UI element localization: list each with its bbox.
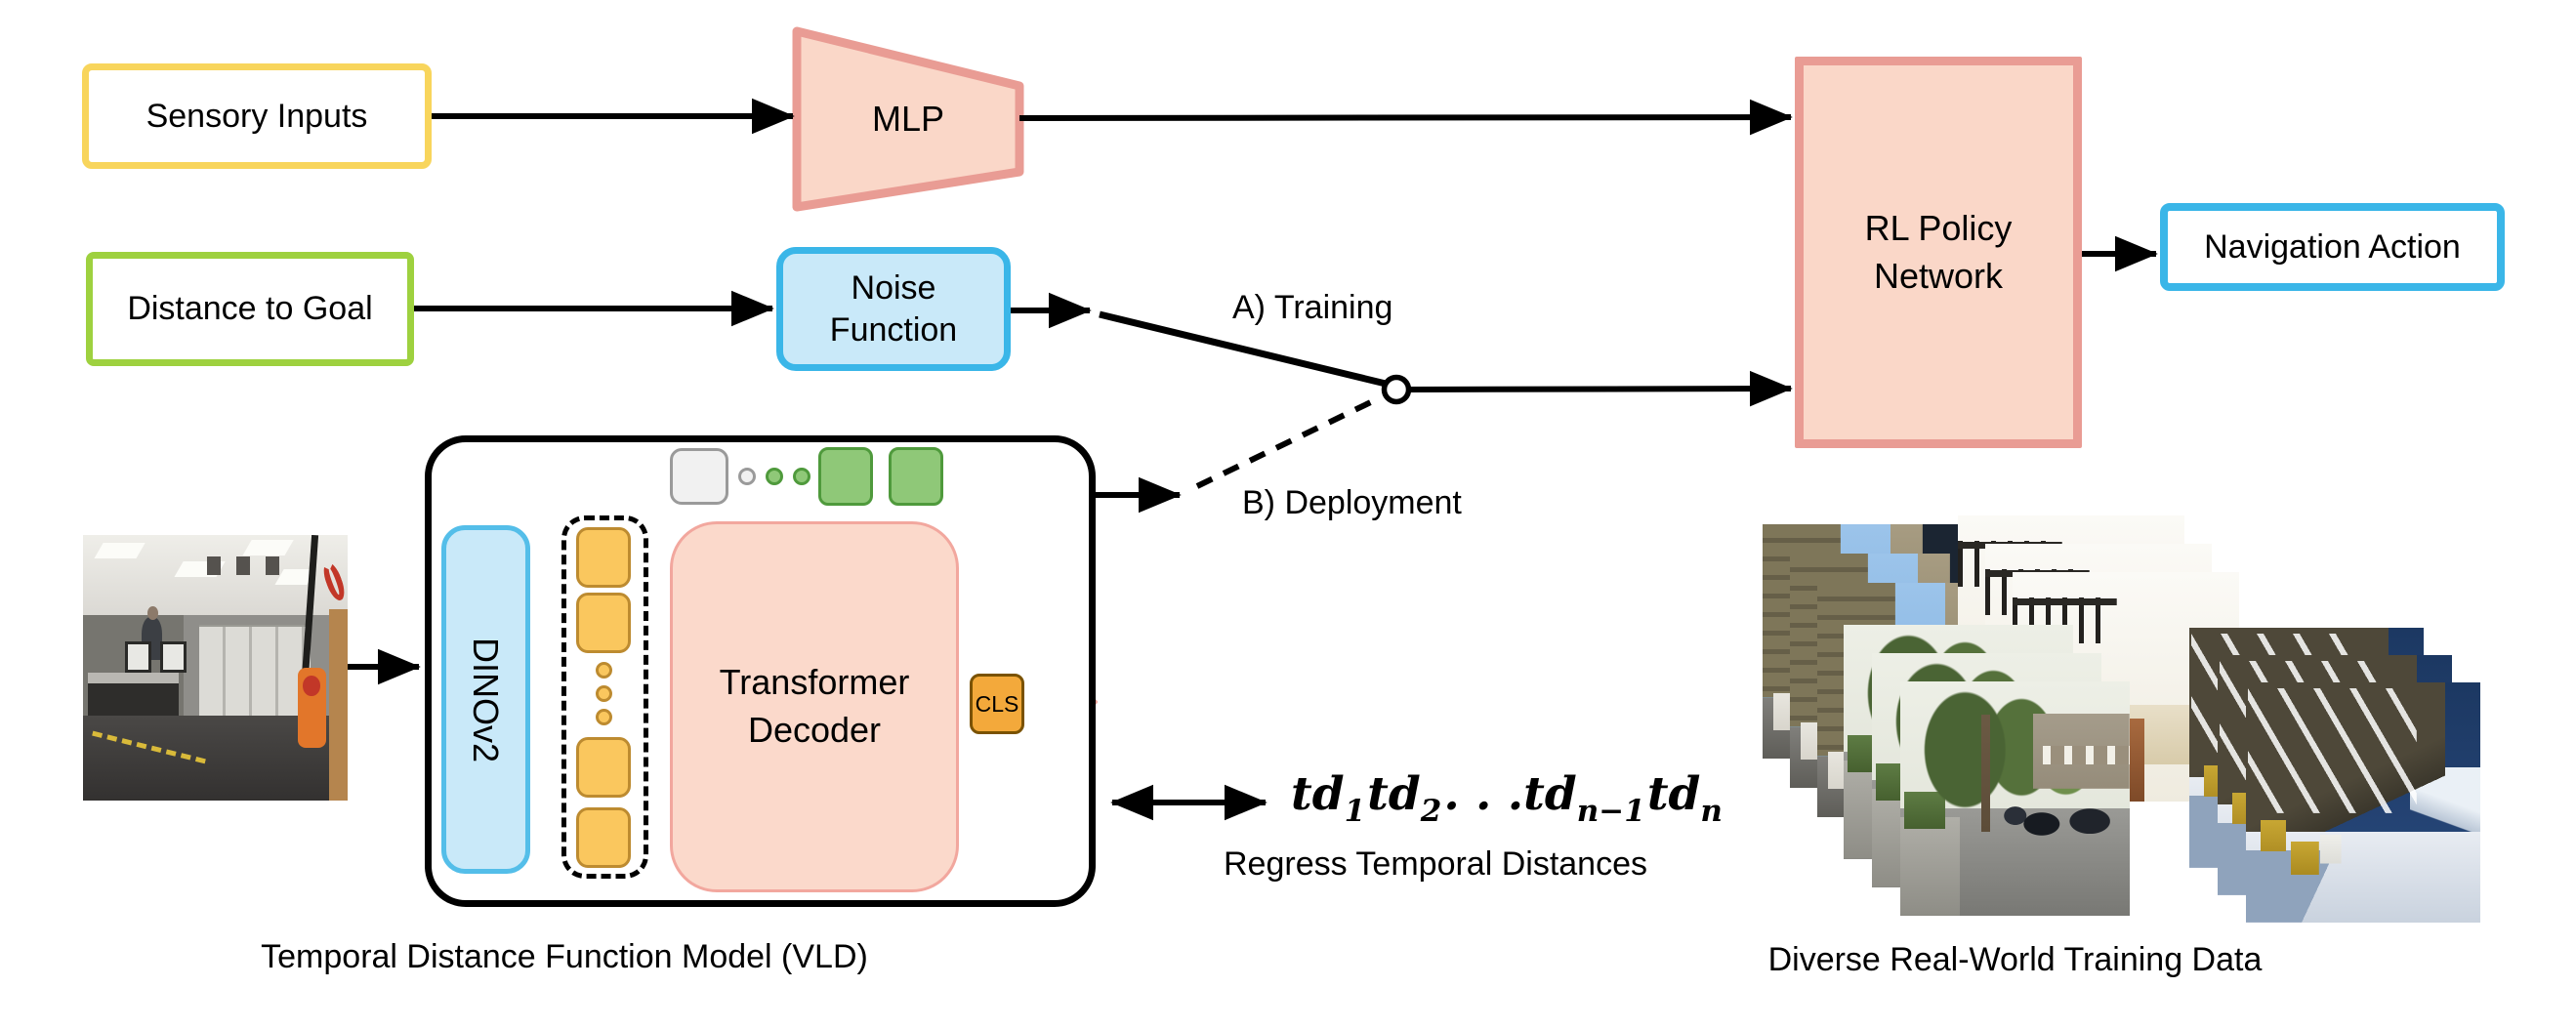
training-photo-street bbox=[1900, 681, 2130, 916]
person-head bbox=[147, 606, 159, 621]
cls-token: CLS bbox=[970, 674, 1024, 734]
training-photo-mountain bbox=[2246, 682, 2480, 923]
frame-token-gray bbox=[670, 448, 728, 505]
cls-label: CLS bbox=[975, 690, 1019, 717]
transformer-decoder-label: Transformer Decoder bbox=[719, 662, 910, 750]
deployment-branch-label: B) Deployment bbox=[1242, 484, 1462, 521]
locker-poster bbox=[207, 556, 222, 575]
node-sensory-inputs: Sensory Inputs bbox=[82, 63, 432, 169]
wooden-door bbox=[329, 609, 348, 801]
arrow-switch-to-rl bbox=[1408, 370, 1793, 407]
node-navigation-action: Navigation Action bbox=[2160, 203, 2505, 291]
feature-token bbox=[576, 527, 631, 588]
switch-training-contact bbox=[1099, 310, 1387, 388]
desk bbox=[88, 673, 179, 684]
transformer-decoder: Transformer Decoder bbox=[670, 521, 959, 892]
feature-token bbox=[576, 737, 631, 798]
dinov2-encoder: DINOv2 bbox=[441, 525, 530, 874]
desk-monitor bbox=[159, 640, 187, 674]
token-ellipsis-dot bbox=[596, 662, 612, 679]
locker-poster bbox=[236, 556, 251, 575]
distance-to-goal-label: Distance to Goal bbox=[127, 290, 373, 327]
red-stop-button bbox=[302, 676, 320, 696]
mlp-trapezoid bbox=[792, 26, 1024, 212]
feature-token bbox=[576, 807, 631, 868]
frame-ellipsis-dot-green bbox=[766, 468, 783, 485]
robot-observation-photo bbox=[83, 535, 348, 801]
token-ellipsis-dot bbox=[596, 685, 612, 702]
node-noise-function: Noise Function bbox=[776, 247, 1011, 371]
noise-function-label: Noise Function bbox=[829, 269, 958, 349]
frame-ellipsis-dot bbox=[738, 468, 756, 485]
dinov2-label: DINOv2 bbox=[466, 637, 507, 762]
mode-switch-pivot bbox=[1381, 374, 1412, 405]
sensory-inputs-label: Sensory Inputs bbox=[145, 97, 368, 135]
training-branch-label: A) Training bbox=[1232, 289, 1393, 326]
frame-token-green bbox=[818, 447, 873, 506]
training-data-caption: Diverse Real-World Training Data bbox=[1767, 941, 2263, 978]
switch-deployment-contact-dashed bbox=[1195, 395, 1381, 489]
vld-caption: Temporal Distance Function Model (VLD) bbox=[261, 938, 868, 975]
frame-ellipsis-dot-green bbox=[793, 468, 810, 485]
node-rl-policy-network: RL Policy Network bbox=[1795, 57, 2082, 448]
token-sequence-box bbox=[561, 515, 648, 879]
token-ellipsis-dot bbox=[596, 709, 612, 725]
feature-token bbox=[576, 593, 631, 653]
locker-poster bbox=[265, 556, 279, 575]
navigation-action-label: Navigation Action bbox=[2204, 227, 2461, 266]
rl-policy-label: RL Policy Network bbox=[1864, 207, 2013, 296]
frame-token-green bbox=[889, 447, 943, 506]
regress-label: Regress Temporal Distances bbox=[1224, 845, 1647, 883]
arrow-mlp-to-rl bbox=[1018, 99, 1793, 136]
mlp-label: MLP bbox=[871, 99, 945, 139]
desk-monitor bbox=[125, 640, 152, 674]
node-distance-to-goal: Distance to Goal bbox=[86, 252, 414, 366]
